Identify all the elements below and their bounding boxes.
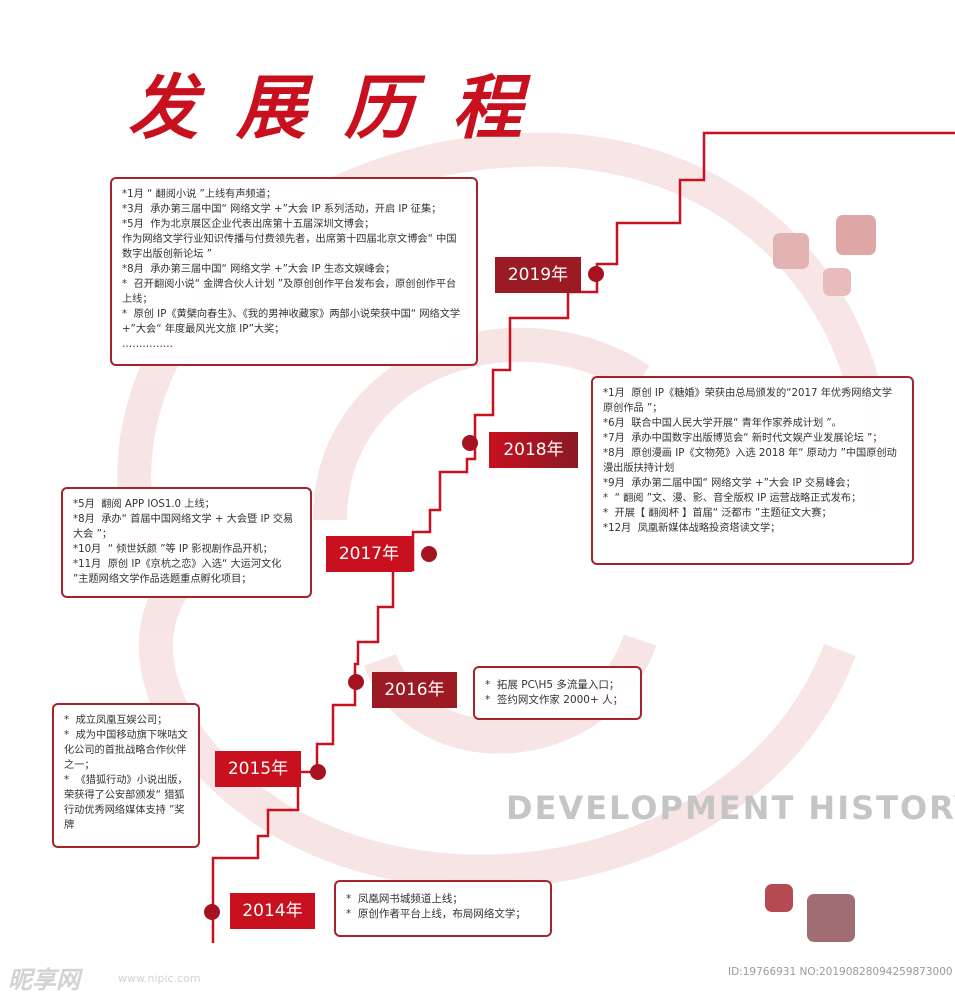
list-item: *1月 “ 翻阅小说 ”上线有声频道； <box>122 189 277 200</box>
list-item: *12月 凤凰新媒体战略投资塔读文学； <box>603 523 781 534</box>
list-item: *5月 翻阅 APP IOS1.0 上线； <box>73 499 215 510</box>
english-subtitle: DEVELOPMENT HISTORY <box>506 789 955 827</box>
list-item: 作为网络文学行业知识传播与付费领先者，出席第十四届北京文博会“ 中国数字出版创新… <box>122 234 457 260</box>
list-item: *8月 原创漫画 IP《文物苑》入选 2018 年“ 原动力 ”中国原创动漫出版… <box>603 448 897 474</box>
card-2018: *1月 原创 IP《糖婚》荣获由总局颁发的“2017 年优秀网络文学原创作品 ”… <box>591 376 914 565</box>
list-item: …………… <box>122 339 173 350</box>
list-item: * “ 翻阅 ”文、漫、影、音全版权 IP 运营战略正式发布； <box>603 493 862 504</box>
list-item: *7月 承办中国数字出版博览会“ 新时代文娱产业发展论坛 ”； <box>603 433 883 444</box>
list-item: * 拓展 PC\H5 多流量入口； <box>485 679 620 691</box>
card-2014: * 凤凰网书城频道上线； * 原创作者平台上线，布局网络文学； <box>334 880 552 937</box>
timeline-dot-2018 <box>462 435 478 451</box>
year-label-2016: 2016年 <box>372 672 457 708</box>
list-item: *11月 原创 IP《京杭之恋》入选“ 大运河文化 ”主题网络文学作品选题重点孵… <box>73 559 285 585</box>
list-item: * 原创 IP《黄檗向春生》、《我的男神收藏家》两部小说荣获中国“ 网络文学 +… <box>122 309 464 335</box>
list-item: * 成立凤凰互娱公司； <box>64 715 168 726</box>
list-item: * 召开翻阅小说“ 金牌合伙人计划 ”及原创创作平台发布会，原创创作平台上线； <box>122 279 457 305</box>
list-item: *6月 联合中国人民大学开展“ 青年作家养成计划 ”。 <box>603 418 842 429</box>
year-label-2015: 2015年 <box>215 751 301 787</box>
card-2015: * 成立凤凰互娱公司； * 成为中国移动旗下咪咕文化公司的首批战略合作伙伴之一；… <box>52 703 200 848</box>
timeline-dot-2019 <box>588 266 604 282</box>
timeline-dot-2015 <box>310 764 326 780</box>
decor-square <box>836 215 876 255</box>
decor-square <box>765 884 793 912</box>
list-item: *3月 承办第三届中国“ 网络文学 +”大会 IP 系列活动，开启 IP 征集； <box>122 204 442 215</box>
list-item: *9月 承办第二届中国“ 网络文学 +”大会 IP 交易峰会； <box>603 478 856 489</box>
list-item: *5月 作为北京展区企业代表出席第十五届深圳文博会； <box>122 219 375 230</box>
list-item: * 凤凰网书城频道上线； <box>346 893 463 905</box>
timeline-dot-2014 <box>204 904 220 920</box>
timeline-dot-2016 <box>348 674 364 690</box>
list-item: * 开展【 翻阅杯 】首届“ 泛都市 ”主题征文大赛； <box>603 508 832 519</box>
list-item: *8月 承办“ 首届中国网络文学 + 大会暨 IP 交易大会 ”； <box>73 514 294 540</box>
list-item: * 《猎狐行动》小说出版，荣获得了公安部颁发“ 猎狐行动优秀网络媒体支持 ”奖牌 <box>64 775 188 831</box>
list-item: *10月 “ 倾世妖颜 ”等 IP 影视剧作品开机； <box>73 544 273 555</box>
list-item: * 成为中国移动旗下咪咕文化公司的首批战略合作伙伴之一； <box>64 730 188 771</box>
year-label-2018: 2018年 <box>489 432 578 468</box>
year-label-2019: 2019年 <box>495 257 581 293</box>
list-item: *8月 承办第三届中国“ 网络文学 +”大会 IP 生态文娱峰会； <box>122 264 396 275</box>
watermark-url: www.nipic.com <box>118 972 201 985</box>
year-label-2014: 2014年 <box>230 893 315 929</box>
decor-square <box>823 268 851 296</box>
year-label-2017: 2017年 <box>326 536 412 572</box>
card-2016: * 拓展 PC\H5 多流量入口； * 签约网文作家 2000+ 人； <box>473 666 642 720</box>
decor-square <box>773 233 809 269</box>
card-2019: *1月 “ 翻阅小说 ”上线有声频道； *3月 承办第三届中国“ 网络文学 +”… <box>110 177 478 366</box>
timeline-dot-2017 <box>421 546 437 562</box>
card-2017: *5月 翻阅 APP IOS1.0 上线； *8月 承办“ 首届中国网络文学 +… <box>61 487 312 598</box>
list-item: *1月 原创 IP《糖婚》荣获由总局颁发的“2017 年优秀网络文学原创作品 ”… <box>603 388 893 414</box>
watermark-id: ID:19766931 NO:20190828094259873000 <box>728 966 953 978</box>
page-title: 发展历程 <box>128 67 560 149</box>
decor-square <box>807 894 855 942</box>
list-item: * 签约网文作家 2000+ 人； <box>485 694 624 707</box>
watermark-logo: 昵享网 <box>8 966 80 993</box>
list-item: * 原创作者平台上线，布局网络文学； <box>346 908 526 921</box>
